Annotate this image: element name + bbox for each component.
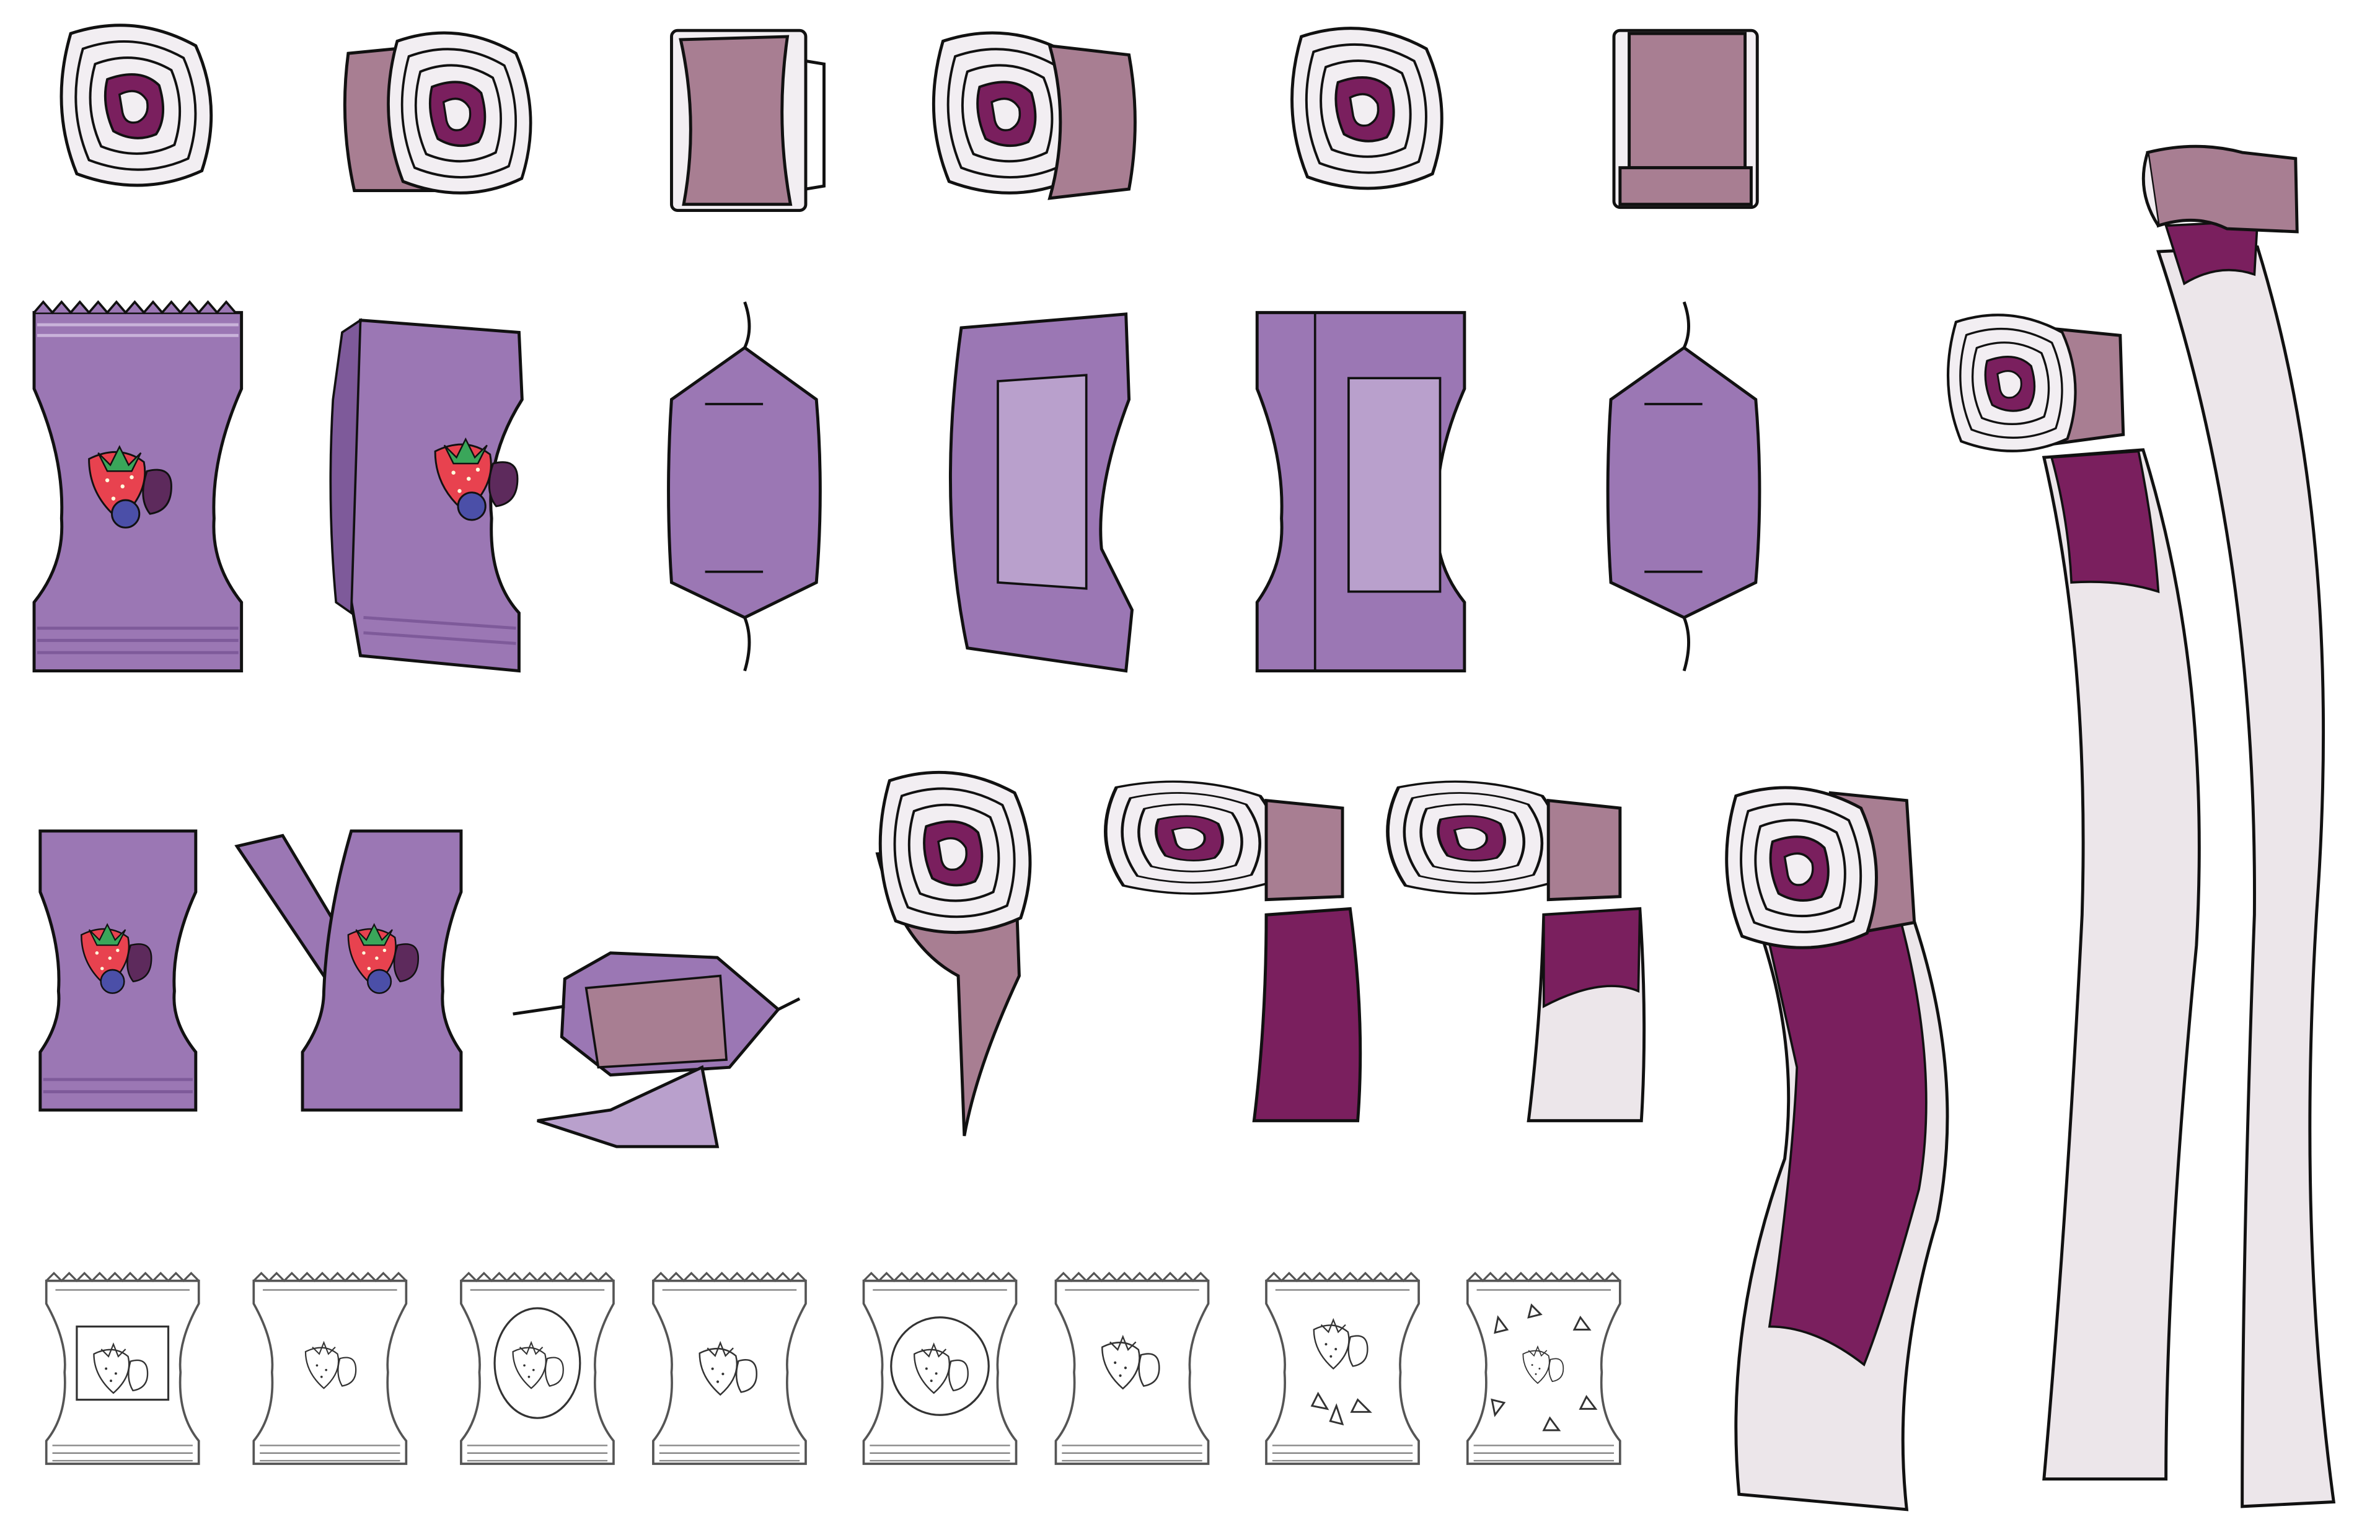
lineart-wrapper-8: [1466, 1272, 1621, 1465]
lineart-wrapper-5: [862, 1272, 1018, 1465]
roll-side-view-1: [670, 29, 826, 212]
unroll-step-3: [1388, 781, 1646, 1122]
wrapper-opened-flat: [513, 951, 801, 1148]
unroll-step-2: [1106, 781, 1362, 1122]
wrapped-bar-back-1: [1255, 310, 1466, 673]
roll-end-view-1: [61, 25, 211, 185]
lineart-wrapper-7: [1265, 1272, 1420, 1465]
lineart-wrapper-3: [460, 1272, 615, 1465]
wrapped-bar-angled-1: [329, 318, 524, 673]
wrapped-bar-back-angled: [948, 312, 1134, 673]
lineart-wrapper-4: [652, 1272, 807, 1465]
lineart-wrapper-1: [45, 1272, 200, 1465]
wrapped-bar-front-1: [32, 300, 244, 673]
roll-end-view-2: [1292, 29, 1442, 188]
unrolled-strip-tall: [2141, 144, 2336, 1508]
unroll-step-1: [875, 772, 1030, 1137]
wrapped-bar-pillow-1: [667, 301, 822, 672]
unrolled-strip-medium: [1948, 315, 2201, 1481]
roll-angled-view-2: [933, 33, 1137, 200]
lineart-wrapper-2: [252, 1272, 408, 1465]
unrolled-strip-short: [1727, 788, 1949, 1511]
lineart-wrapper-6: [1054, 1272, 1210, 1465]
roll-angled-view-1: [343, 33, 531, 193]
wrapped-bar-pillow-2: [1606, 301, 1761, 672]
wrapper-torn-top: [38, 829, 198, 1112]
wrapper-torn-open: [234, 829, 463, 1112]
roll-side-view-2: [1612, 29, 1759, 209]
